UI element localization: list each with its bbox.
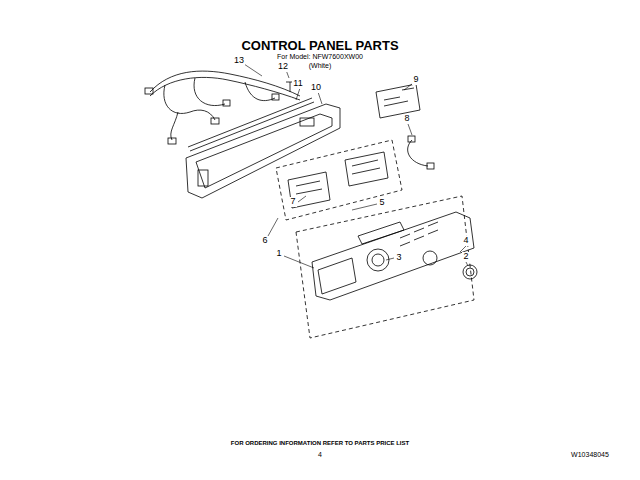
harness-connector <box>168 138 176 144</box>
wire-cable <box>408 140 428 166</box>
leader-line <box>296 88 300 100</box>
leader-line <box>386 258 394 260</box>
console-front-panel <box>312 212 474 300</box>
harness-connector <box>223 100 230 106</box>
user-interface-board <box>345 152 388 186</box>
console-rear-panel <box>196 114 332 188</box>
harness-wire <box>171 112 178 140</box>
callout-number: 8 <box>403 114 410 124</box>
model-number: For Model: NFW7600XW00 <box>276 53 364 61</box>
control-board <box>384 88 414 106</box>
callout-number: 11 <box>292 79 303 89</box>
harness-connector <box>145 88 153 94</box>
harness-wire <box>194 78 225 106</box>
callout-number: 1 <box>275 249 282 259</box>
callout-number: 5 <box>378 198 385 208</box>
callout-number: 12 <box>277 62 289 72</box>
callout-number: 10 <box>310 83 322 93</box>
cable-connector <box>427 163 434 169</box>
panel-buttons <box>400 222 438 246</box>
leader-line <box>466 262 468 266</box>
callout-number: 3 <box>395 253 402 263</box>
document-number: W10348045 <box>570 451 610 459</box>
callout-number: 6 <box>261 236 268 246</box>
harness-wire <box>245 82 275 101</box>
callout-number: 13 <box>233 56 245 66</box>
knob <box>463 265 477 279</box>
leader-line <box>352 204 377 210</box>
harness-connector <box>211 118 219 124</box>
callout-number: 9 <box>412 75 419 85</box>
cable-connector <box>408 136 415 142</box>
knob <box>466 268 474 276</box>
user-interface-board <box>288 172 330 208</box>
selector-dial <box>372 254 384 266</box>
leader-lines <box>244 64 468 268</box>
group-outline <box>276 140 402 220</box>
control-board <box>376 84 420 118</box>
console-rear-panel <box>300 118 314 126</box>
page-number: 4 <box>317 451 323 459</box>
board-detail <box>296 160 380 194</box>
panel-overlay <box>358 222 404 244</box>
selector-dial <box>367 249 389 271</box>
diagram-title: CONTROL PANEL PARTS <box>240 39 399 53</box>
trim-strip <box>188 98 314 151</box>
leader-line <box>244 64 262 76</box>
leader-line <box>284 256 314 268</box>
group-outline <box>296 196 474 338</box>
harness-wire <box>164 85 215 120</box>
leader-line <box>404 84 412 90</box>
harness-connector <box>272 94 279 100</box>
harness-wire <box>150 77 300 100</box>
callout-number: 4 <box>462 236 469 246</box>
exploded-view <box>145 71 477 338</box>
model-color: (White) <box>308 62 333 70</box>
knob-seat <box>423 251 437 265</box>
leader-line <box>408 124 412 135</box>
dispenser-handle <box>318 258 356 294</box>
footer-note: FOR ORDERING INFORMATION REFER TO PARTS … <box>230 440 410 447</box>
console-rear-panel <box>186 104 340 198</box>
callout-number: 2 <box>462 252 469 262</box>
console-rear-panel <box>198 170 208 186</box>
leader-line <box>318 92 322 104</box>
leader-line <box>298 196 306 202</box>
callout-number: 7 <box>289 197 296 207</box>
leader-line <box>268 218 278 236</box>
